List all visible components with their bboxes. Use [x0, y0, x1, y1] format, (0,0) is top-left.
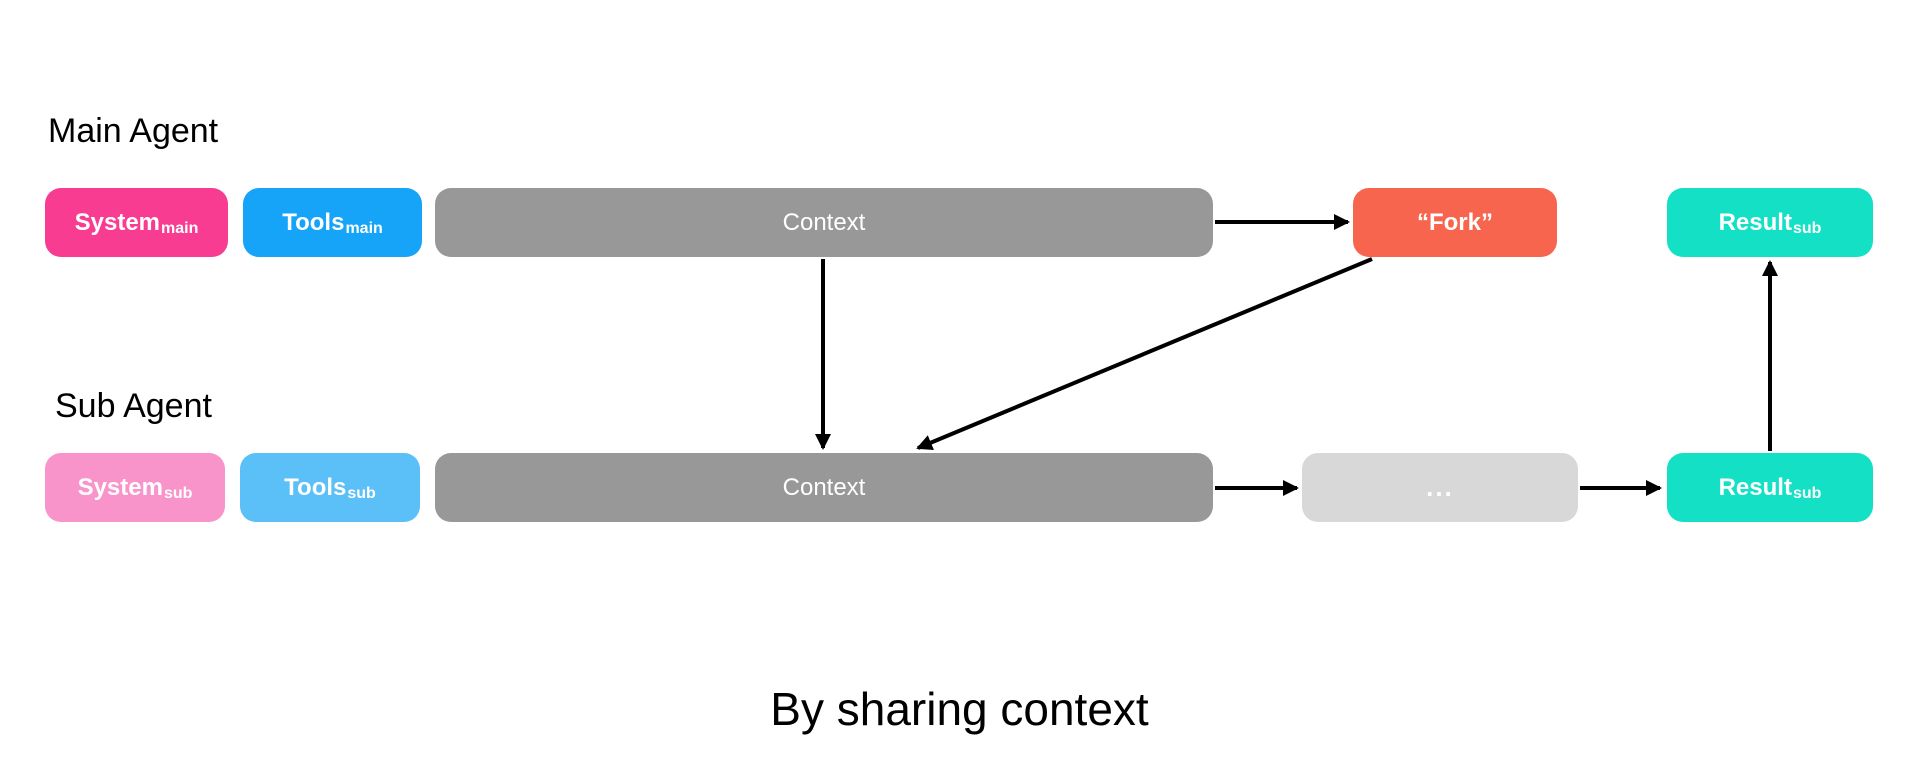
sub-agent-label: Sub Agent [55, 387, 212, 425]
node-tools-sub-label: Tools [284, 473, 347, 501]
node-context-sub-label: Context [782, 473, 866, 501]
node-context-main-label: Context [782, 208, 866, 236]
node-result-sub-returned-label: Result [1718, 208, 1792, 236]
node-tools-sub-subscript: sub [347, 484, 376, 502]
node-fork-label: “Fork” [1416, 208, 1493, 236]
node-tools-main-subscript: main [345, 219, 383, 237]
node-tools-main-label: Tools [282, 208, 345, 236]
node-system-sub-subscript: sub [163, 484, 193, 502]
node-context-sub: Context [435, 453, 1213, 522]
node-result-sub-subscript: sub [1792, 484, 1822, 502]
caption: By sharing context [770, 683, 1149, 735]
node-context-main: Context [435, 188, 1213, 257]
node-result-sub-returned-subscript: sub [1792, 219, 1822, 237]
node-result-sub-label: Result [1718, 473, 1792, 501]
node-ellipsis: ... [1302, 453, 1578, 522]
arrow-fork-to-context-sub [916, 257, 1373, 451]
node-system-main-label: System [74, 208, 161, 236]
node-fork: “Fork” [1353, 188, 1557, 257]
node-ellipsis-label: ... [1426, 472, 1454, 502]
node-system-main-subscript: main [161, 219, 199, 237]
main-agent-label: Main Agent [48, 112, 219, 150]
node-system-sub-label: System [77, 473, 163, 501]
